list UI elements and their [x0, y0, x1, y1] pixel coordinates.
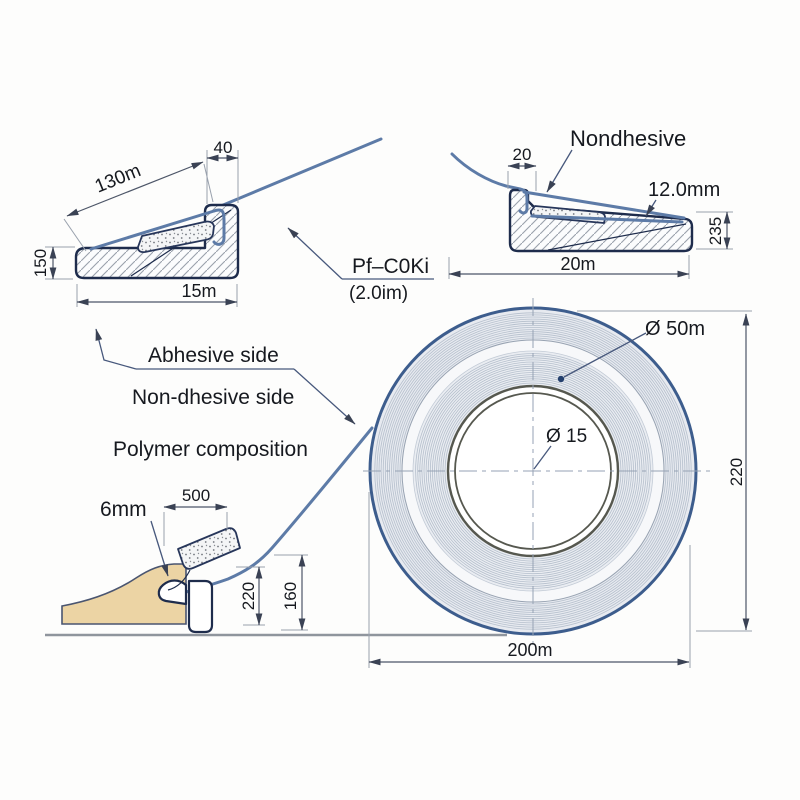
dim-235: 235: [706, 217, 725, 245]
dim-220-right: 220: [727, 458, 746, 486]
dimensions-roll: Ø 50m Ø 15 220 200m: [368, 310, 752, 668]
dim-15m: 15m: [181, 281, 216, 301]
tape-free-end-top-right: [450, 152, 522, 191]
dim-20: 20: [513, 145, 532, 164]
label-adhesive-side: Abhesive side: [148, 344, 279, 367]
tape-roll: [363, 298, 710, 648]
tape-free-end-top-left: [214, 137, 383, 210]
label-non-adhesive-side: Non-dhesive side: [132, 386, 294, 409]
dimensions-bottom-left: 6mm 500 220 160: [100, 486, 308, 631]
dim-500: 500: [182, 486, 210, 505]
dim-line-130m: [66, 161, 204, 217]
label-polymer-composition: Polymer composition: [113, 438, 308, 461]
top-right-profile-tape-lifted: [522, 190, 686, 220]
leader-12mm: [645, 199, 657, 217]
top-left-profile-foam: [137, 220, 215, 254]
dim-12mm: 12.0mm: [648, 179, 720, 201]
callouts: Pf–C0Ki (2.0im) Abhesive side Non-dhesiv…: [95, 227, 434, 461]
top-left-profile-tape: [89, 209, 216, 251]
leader-6mm: [150, 520, 169, 577]
dim-diameter-50m: Ø 50m: [645, 318, 705, 340]
top-right-profile: [508, 187, 694, 253]
leader-product-code: [287, 227, 343, 280]
dimensions-top-right: 20 Nondhesive 12.0mm 235 20m: [448, 126, 733, 279]
dim-160: 160: [281, 582, 300, 610]
label-product-code-note: (2.0im): [349, 283, 408, 304]
dim-150: 150: [31, 249, 50, 277]
leader-adhesive-left: [95, 328, 137, 370]
leader-dot-50m: [557, 375, 565, 383]
top-right-profile-tape-attached: [530, 214, 684, 224]
dim-220-left: 220: [239, 582, 258, 610]
top-left-profile: [74, 203, 240, 280]
window-sill-wood: [61, 563, 187, 625]
bottom-left-profile-foam: [177, 527, 241, 570]
leader-50m: [563, 332, 647, 378]
dim-40: 40: [214, 138, 233, 157]
clip-leg: [187, 579, 214, 634]
leader-15: [533, 445, 552, 470]
top-left-profile-body: [74, 203, 240, 280]
dim-200m: 200m: [507, 640, 552, 660]
dim-130m: 130m: [92, 160, 144, 197]
bottom-left-profile: [61, 527, 241, 634]
clip-pocket: [157, 579, 188, 606]
top-right-profile-fold-line: [547, 223, 687, 251]
label-product-code: Pf–C0Ki: [352, 255, 429, 278]
leader-adhesive-right: [293, 368, 356, 425]
bottom-left-profile-tape-wrap: [167, 569, 191, 591]
dim-diameter-15: Ø 15: [546, 426, 587, 447]
dim-20m: 20m: [560, 254, 595, 274]
label-nondhesive: Nondhesive: [570, 126, 686, 151]
leader-nondhesive: [546, 149, 573, 193]
dim-6mm: 6mm: [100, 498, 147, 521]
top-left-profile-tape-hook: [212, 208, 226, 246]
